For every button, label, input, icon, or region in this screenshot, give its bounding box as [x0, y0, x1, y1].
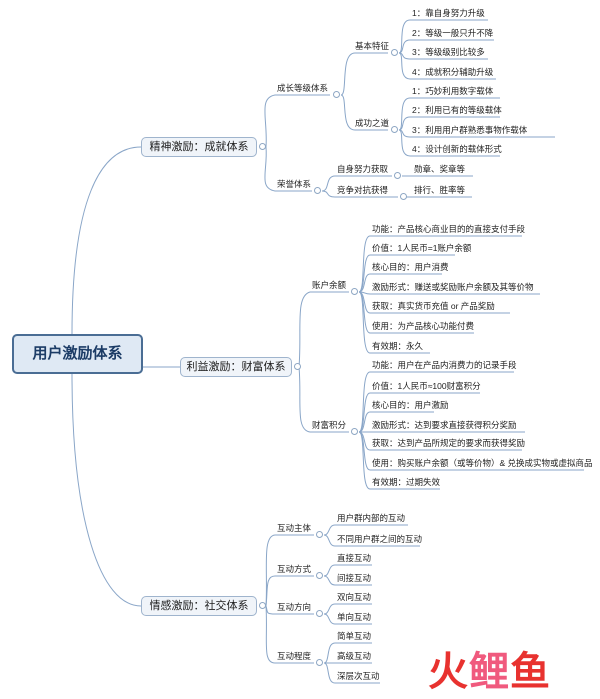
honor-value[interactable]: 勋章、奖章等 — [414, 164, 466, 174]
watermark-logo: 火鲤鱼 — [428, 650, 551, 694]
watermark-char: 鲤 — [469, 649, 510, 695]
list-item[interactable]: 直接互动 — [337, 553, 372, 563]
collapse-toggle-icon[interactable] — [351, 428, 358, 435]
root-node[interactable]: 用户激励体系 — [12, 334, 143, 374]
collapse-toggle-icon[interactable] — [351, 288, 358, 295]
collapse-toggle-icon[interactable] — [316, 659, 323, 666]
list-item[interactable]: 有效期：永久 — [372, 341, 424, 351]
interaction-subject-node[interactable]: 互动主体 — [277, 523, 312, 533]
watermark-char: 鱼 — [510, 649, 551, 695]
honor-source-competition[interactable]: 竞争对抗获得 — [337, 185, 389, 195]
list-item[interactable]: 用户群内部的互动 — [337, 513, 406, 523]
watermark-char: 火 — [428, 649, 469, 695]
list-item[interactable]: 有效期：过期失效 — [372, 477, 441, 487]
list-item[interactable]: 激励形式：赚送或奖励账户余额及其等价物 — [372, 282, 534, 292]
interaction-method-node[interactable]: 互动方式 — [277, 564, 312, 574]
list-item[interactable]: 获取：达到产品所规定的要求而获得奖励 — [372, 438, 526, 448]
honor-value[interactable]: 排行、胜率等 — [414, 185, 466, 195]
collapse-toggle-icon[interactable] — [394, 172, 401, 179]
list-item[interactable]: 功能：产品核心商业目的的直接支付手段 — [372, 224, 526, 234]
list-item[interactable]: 2：等级一般只升不降 — [412, 28, 494, 38]
emotion-incentive-node[interactable]: 情感激励：社交体系 — [141, 596, 257, 616]
collapse-toggle-icon[interactable] — [316, 610, 323, 617]
collapse-toggle-icon[interactable] — [391, 49, 398, 56]
list-item[interactable]: 不同用户群之间的互动 — [337, 534, 423, 544]
list-item[interactable]: 4：成就积分辅助升级 — [412, 67, 494, 77]
interaction-direction-node[interactable]: 互动方向 — [277, 602, 312, 612]
success-path-node[interactable]: 成功之道 — [355, 118, 390, 128]
list-item[interactable]: 4：设计创新的载体形式 — [412, 144, 502, 154]
list-item[interactable]: 3：等级级别比较多 — [412, 47, 485, 57]
collapse-toggle-icon[interactable] — [259, 143, 266, 150]
list-item[interactable]: 价值：1人民币≈100财富积分 — [372, 381, 481, 391]
list-item[interactable]: 功能：用户在产品内消费力的记录手段 — [372, 360, 517, 370]
list-item[interactable]: 使用：为产品核心功能付费 — [372, 321, 475, 331]
list-item[interactable]: 双向互动 — [337, 592, 372, 602]
list-item[interactable]: 简单互动 — [337, 631, 372, 641]
list-item[interactable]: 3：利用用户群熟悉事物作载体 — [412, 125, 528, 135]
collapse-toggle-icon[interactable] — [316, 572, 323, 579]
basic-traits-node[interactable]: 基本特征 — [355, 41, 390, 51]
collapse-toggle-icon[interactable] — [333, 91, 340, 98]
list-item[interactable]: 核心目的：用户消费 — [372, 262, 449, 272]
list-item[interactable]: 间接互动 — [337, 573, 372, 583]
collapse-toggle-icon[interactable] — [316, 531, 323, 538]
collapse-toggle-icon[interactable] — [391, 126, 398, 133]
list-item[interactable]: 获取：真实货币充值 or 产品奖励 — [372, 301, 495, 311]
list-item[interactable]: 核心目的：用户激励 — [372, 400, 449, 410]
list-item[interactable]: 1：巧妙利用数字载体 — [412, 86, 494, 96]
collapse-toggle-icon[interactable] — [314, 187, 321, 194]
spirit-incentive-node[interactable]: 精神激励：成就体系 — [141, 137, 257, 157]
honor-source-self-effort[interactable]: 自身努力获取 — [337, 164, 389, 174]
list-item[interactable]: 激励形式：达到要求直接获得积分奖励 — [372, 420, 517, 430]
wealth-points-node[interactable]: 财富积分 — [312, 420, 347, 430]
collapse-toggle-icon[interactable] — [400, 193, 407, 200]
list-item[interactable]: 深层次互动 — [337, 671, 380, 681]
level-system-node[interactable]: 成长等级体系 — [277, 83, 329, 93]
collapse-toggle-icon[interactable] — [294, 363, 301, 370]
interaction-degree-node[interactable]: 互动程度 — [277, 651, 312, 661]
benefit-incentive-node[interactable]: 利益激励：财富体系 — [180, 357, 292, 377]
account-balance-node[interactable]: 账户余额 — [312, 280, 347, 290]
list-item[interactable]: 单向互动 — [337, 612, 372, 622]
list-item[interactable]: 2：利用已有的等级载体 — [412, 105, 502, 115]
list-item[interactable]: 1：靠自身努力升级 — [412, 8, 485, 18]
honor-system-node[interactable]: 荣誉体系 — [277, 179, 312, 189]
list-item[interactable]: 使用：购买账户余额（或等价物）& 兑换成实物或虚拟商品 — [372, 458, 593, 468]
list-item[interactable]: 高级互动 — [337, 651, 372, 661]
collapse-toggle-icon[interactable] — [259, 602, 266, 609]
list-item[interactable]: 价值：1人民币=1账户余额 — [372, 243, 472, 253]
